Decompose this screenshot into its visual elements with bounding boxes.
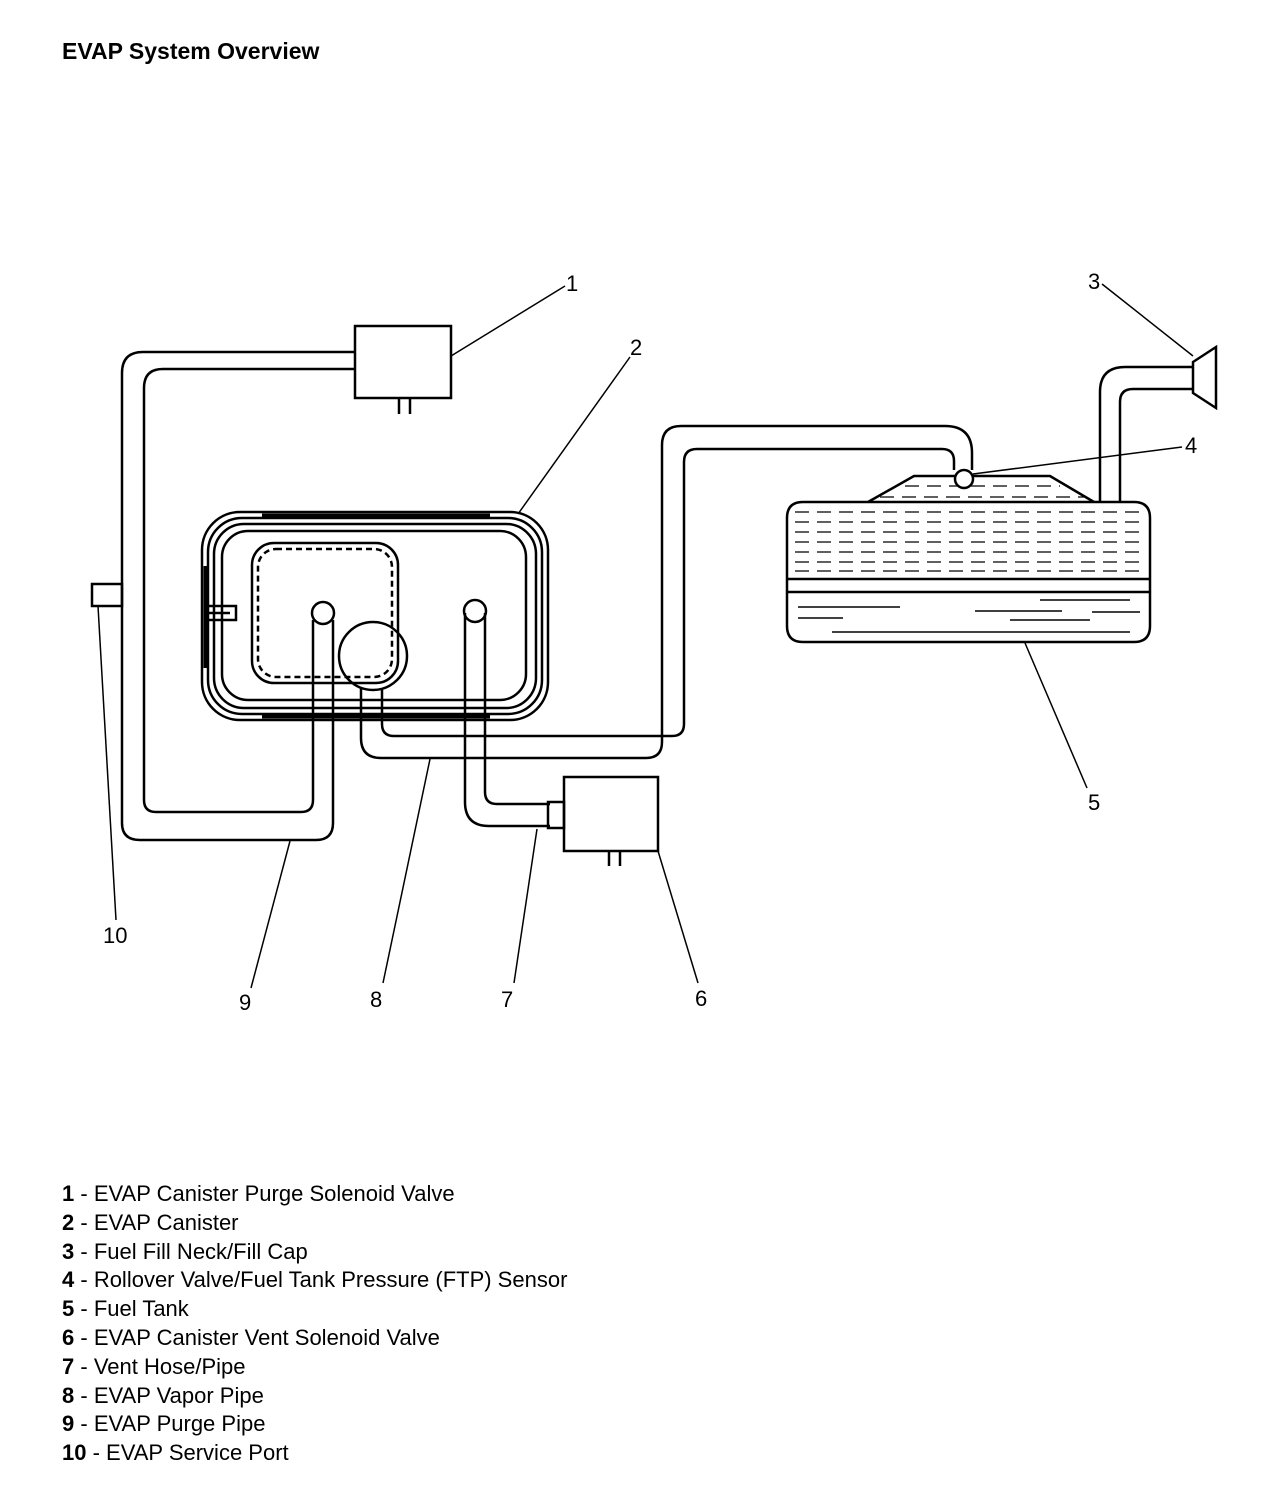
canister-vapor-port xyxy=(337,620,409,692)
legend-separator: - xyxy=(74,1267,94,1293)
rollover-valve-ftp-sensor xyxy=(953,468,975,490)
legend-text: Rollover Valve/Fuel Tank Pressure (FTP) … xyxy=(93,1267,568,1293)
legend-number: 9 xyxy=(62,1411,75,1437)
evap-purge-pipe xyxy=(120,350,355,842)
legend-number: 2 xyxy=(62,1209,75,1235)
legend-separator: - xyxy=(74,1411,94,1437)
legend-number: 8 xyxy=(62,1382,75,1408)
diagram-title: EVAP System Overview xyxy=(62,38,320,64)
legend-item: 7 - Vent Hose/Pipe xyxy=(62,1353,567,1382)
legend-item: 8 - EVAP Vapor Pipe xyxy=(62,1382,567,1411)
legend: 1 - EVAP Canister Purge Solenoid Valve 2… xyxy=(62,1180,567,1468)
callout-9: 9 xyxy=(239,990,251,1015)
legend-item: 4 - Rollover Valve/Fuel Tank Pressure (F… xyxy=(62,1266,567,1295)
callout-7: 7 xyxy=(501,987,513,1012)
callout-4: 4 xyxy=(1185,433,1197,458)
legend-separator: - xyxy=(74,1296,94,1322)
legend-number: 5 xyxy=(62,1296,75,1322)
legend-item: 2 - EVAP Canister xyxy=(62,1209,567,1238)
callout-10: 10 xyxy=(103,923,127,948)
fuel-tank xyxy=(785,474,1152,644)
callout-3: 3 xyxy=(1088,269,1100,294)
legend-separator: - xyxy=(74,1324,94,1350)
legend-text: EVAP Service Port xyxy=(106,1440,289,1466)
evap-vapor-pipe xyxy=(359,424,974,760)
legend-item: 5 - Fuel Tank xyxy=(62,1295,567,1324)
legend-text: EVAP Purge Pipe xyxy=(93,1411,266,1437)
legend-text: Fuel Tank xyxy=(93,1296,189,1322)
legend-number: 10 xyxy=(62,1440,87,1466)
callout-2: 2 xyxy=(630,335,642,360)
callout-6: 6 xyxy=(695,986,707,1011)
legend-item: 6 - EVAP Canister Vent Solenoid Valve xyxy=(62,1324,567,1353)
legend-text: Vent Hose/Pipe xyxy=(93,1353,246,1379)
legend-separator: - xyxy=(74,1209,94,1235)
evap-canister-vent-solenoid-valve xyxy=(562,775,660,866)
legend-text: EVAP Canister Purge Solenoid Valve xyxy=(93,1181,455,1206)
legend-number: 7 xyxy=(62,1353,75,1379)
legend-item: 9 - EVAP Purge Pipe xyxy=(62,1410,567,1439)
legend-separator: - xyxy=(86,1440,107,1466)
evap-service-port xyxy=(90,582,124,608)
legend-separator: - xyxy=(74,1181,94,1206)
legend-number: 1 xyxy=(62,1181,75,1206)
legend-item: 1 - EVAP Canister Purge Solenoid Valve xyxy=(62,1180,567,1209)
callout-8: 8 xyxy=(370,987,382,1012)
legend-number: 3 xyxy=(62,1238,75,1264)
callout-5: 5 xyxy=(1088,790,1100,815)
callout-1: 1 xyxy=(566,271,578,296)
legend-separator: - xyxy=(74,1238,94,1264)
canister-vent-port xyxy=(462,598,488,624)
legend-number: 4 xyxy=(62,1267,75,1293)
legend-text: EVAP Canister Vent Solenoid Valve xyxy=(93,1324,440,1350)
legend-text: Fuel Fill Neck/Fill Cap xyxy=(93,1238,308,1264)
legend-number: 6 xyxy=(62,1324,75,1350)
legend-item: 10 - EVAP Service Port xyxy=(62,1439,567,1468)
evap-canister xyxy=(200,510,550,722)
legend-text: EVAP Canister xyxy=(93,1209,239,1235)
legend-separator: - xyxy=(74,1382,94,1408)
canister-purge-port xyxy=(310,600,336,626)
legend-separator: - xyxy=(74,1353,94,1379)
fuel-fill-neck xyxy=(1098,344,1218,502)
evap-canister-purge-solenoid-valve xyxy=(353,324,453,414)
legend-text: EVAP Vapor Pipe xyxy=(93,1382,264,1408)
legend-item: 3 - Fuel Fill Neck/Fill Cap xyxy=(62,1238,567,1267)
leader-lines xyxy=(97,283,1194,989)
